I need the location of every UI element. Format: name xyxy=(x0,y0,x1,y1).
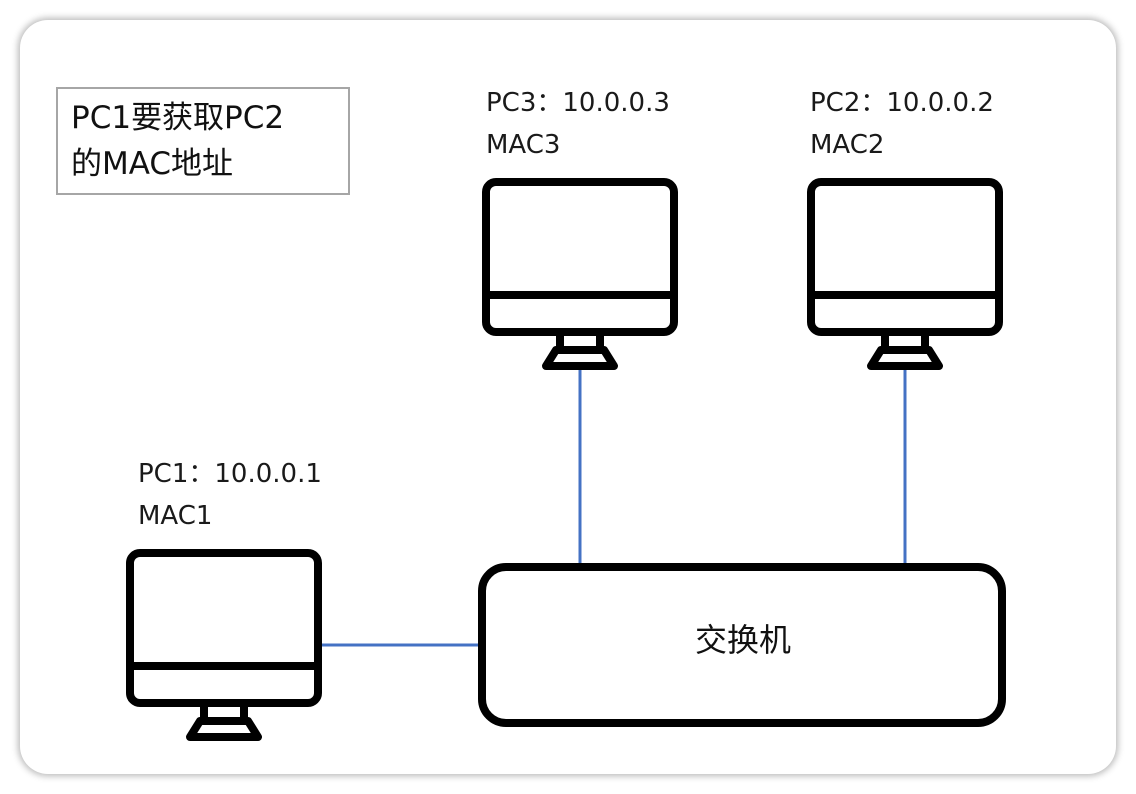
pc1-ip-label: PC1：10.0.0.1 xyxy=(138,459,322,489)
pc3-monitor-icon xyxy=(482,178,678,370)
note-box: PC1要获取PC2 的MAC地址 xyxy=(56,87,350,195)
pc2-ip-label: PC2：10.0.0.2 xyxy=(810,88,994,118)
switch-box xyxy=(478,563,1006,727)
note-line-1: PC1要获取PC2 xyxy=(71,100,285,136)
pc1-mac-label: MAC1 xyxy=(138,501,213,531)
note-line-2: 的MAC地址 xyxy=(71,146,234,182)
switch-label: 交换机 xyxy=(694,621,791,659)
pc1-monitor-icon xyxy=(126,549,322,741)
pc3-mac-label: MAC3 xyxy=(486,130,561,160)
pc2-mac-label: MAC2 xyxy=(810,130,885,160)
pc3-ip-label: PC3：10.0.0.3 xyxy=(486,88,670,118)
pc2-monitor-icon xyxy=(807,178,1003,370)
